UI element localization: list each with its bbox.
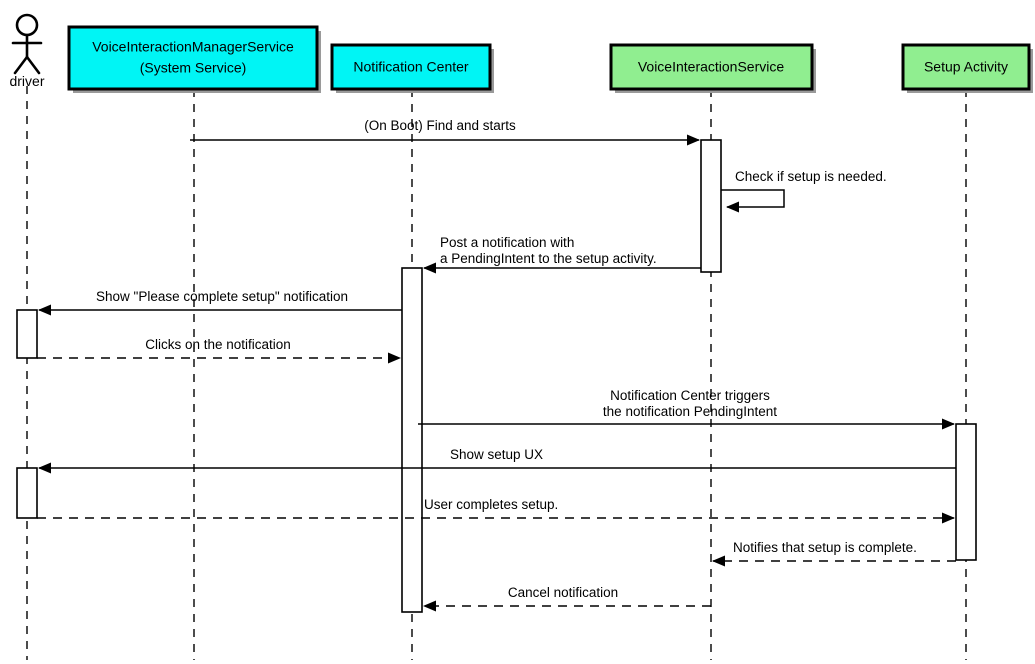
message-cancel-notification: Cancel notification xyxy=(423,585,711,612)
actor-leg-left-icon xyxy=(13,55,29,75)
participant-setup-activity[interactable]: Setup Activity xyxy=(901,43,1033,93)
message-label-m1: (On Boot) Find and starts xyxy=(364,118,516,133)
message-clicks-on-the-notification: Clicks on the notification xyxy=(37,337,401,364)
participant-label-notification-center: Notification Center xyxy=(353,59,469,75)
participant-notification-center[interactable]: Notification Center xyxy=(330,43,494,93)
message-notifies-that-setup-is-complete: Notifies that setup is complete. xyxy=(712,540,956,567)
participant-vims-box[interactable] xyxy=(67,25,319,91)
participant-driver[interactable]: driver xyxy=(9,13,45,89)
message-label-m6-line2: the notification PendingIntent xyxy=(603,404,777,419)
activation-bar-setup-activity xyxy=(955,423,977,561)
message-post-a-notification: Post a notification with a PendingIntent… xyxy=(423,235,701,274)
participant-label-voice-interaction-service: VoiceInteractionService xyxy=(638,59,785,75)
message-label-m3-line1: Post a notification with xyxy=(440,235,574,250)
actor-leg-right-icon xyxy=(25,55,41,75)
participant-label-vims-line2: (System Service) xyxy=(140,60,247,76)
participant-voice-interaction-service-box[interactable] xyxy=(609,43,814,91)
participant-notification-center-box[interactable] xyxy=(330,43,492,91)
message-user-completes-setup: User completes setup. xyxy=(37,497,955,524)
activation-bars-group xyxy=(16,139,977,613)
participant-voice-interaction-service[interactable]: VoiceInteractionService xyxy=(609,43,816,93)
activation-bar-driver-1 xyxy=(16,309,38,359)
message-show-please-complete-setup-notification: Show "Please complete setup" notificatio… xyxy=(38,289,402,316)
message-show-setup-ux: Show setup UX xyxy=(38,447,956,474)
actor-head-icon xyxy=(15,13,39,37)
message-label-m3-line2: a PendingIntent to the setup activity. xyxy=(440,251,657,266)
participant-setup-activity-box[interactable] xyxy=(901,43,1031,91)
activation-bar-driver-2 xyxy=(16,467,38,519)
message-label-m10: Cancel notification xyxy=(508,585,618,600)
participant-label-driver: driver xyxy=(9,73,44,89)
message-label-m6-line1: Notification Center triggers xyxy=(610,388,770,403)
message-arrow-m2-self xyxy=(721,189,785,213)
message-label-m4: Show "Please complete setup" notificatio… xyxy=(96,289,348,304)
message-label-m2: Check if setup is needed. xyxy=(735,169,887,184)
message-on-boot-find-and-starts: (On Boot) Find and starts xyxy=(190,118,700,146)
message-label-m5: Clicks on the notification xyxy=(145,337,291,352)
activation-bar-voice-interaction-service xyxy=(700,139,722,273)
message-label-m8: User completes setup. xyxy=(424,497,558,512)
message-label-m7: Show setup UX xyxy=(450,447,543,462)
activation-bar-notification-center xyxy=(401,267,423,613)
participant-vims[interactable]: VoiceInteractionManagerService (System S… xyxy=(67,25,321,93)
message-notification-center-triggers-pendingintent: Notification Center triggers the notific… xyxy=(418,388,955,430)
participant-label-setup-activity: Setup Activity xyxy=(924,59,1008,75)
message-check-if-setup-is-needed: Check if setup is needed. xyxy=(721,169,887,213)
participant-label-vims-line1: VoiceInteractionManagerService xyxy=(92,39,294,55)
message-label-m9: Notifies that setup is complete. xyxy=(733,540,917,555)
